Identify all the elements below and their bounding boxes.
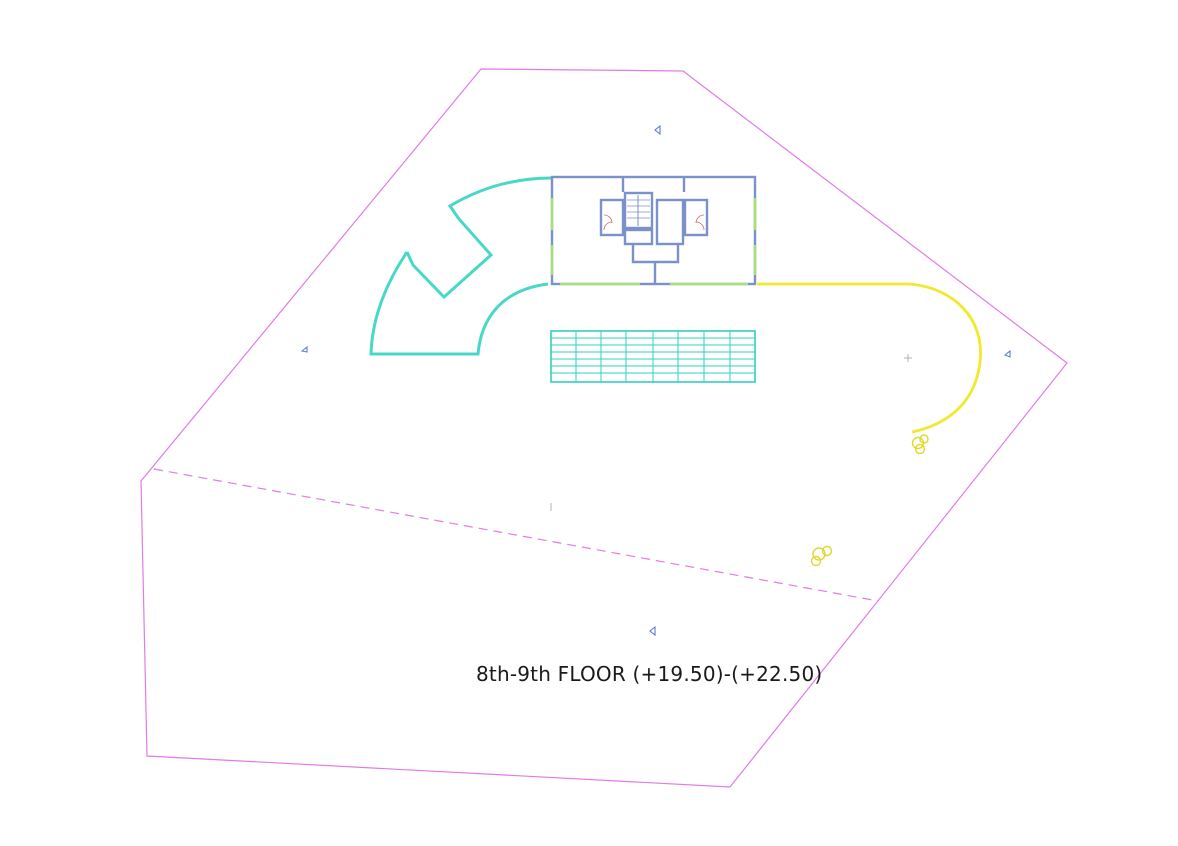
core-block: [550, 175, 757, 286]
tree-icon: [911, 434, 929, 455]
terrace-path: [757, 282, 982, 434]
curved-wing: [369, 176, 553, 356]
tree-icon: [810, 545, 833, 567]
triangle-marker-icon: [300, 124, 1011, 637]
pergola-grid: [550, 330, 756, 383]
door-swings: [603, 214, 705, 231]
reference-marks: [550, 354, 912, 511]
core-glazing: [550, 198, 757, 286]
floor-label: 8th-9th FLOOR (+19.50)-(+22.50): [476, 662, 823, 686]
setback-line: [153, 468, 879, 602]
site-boundary: [140, 68, 1068, 788]
